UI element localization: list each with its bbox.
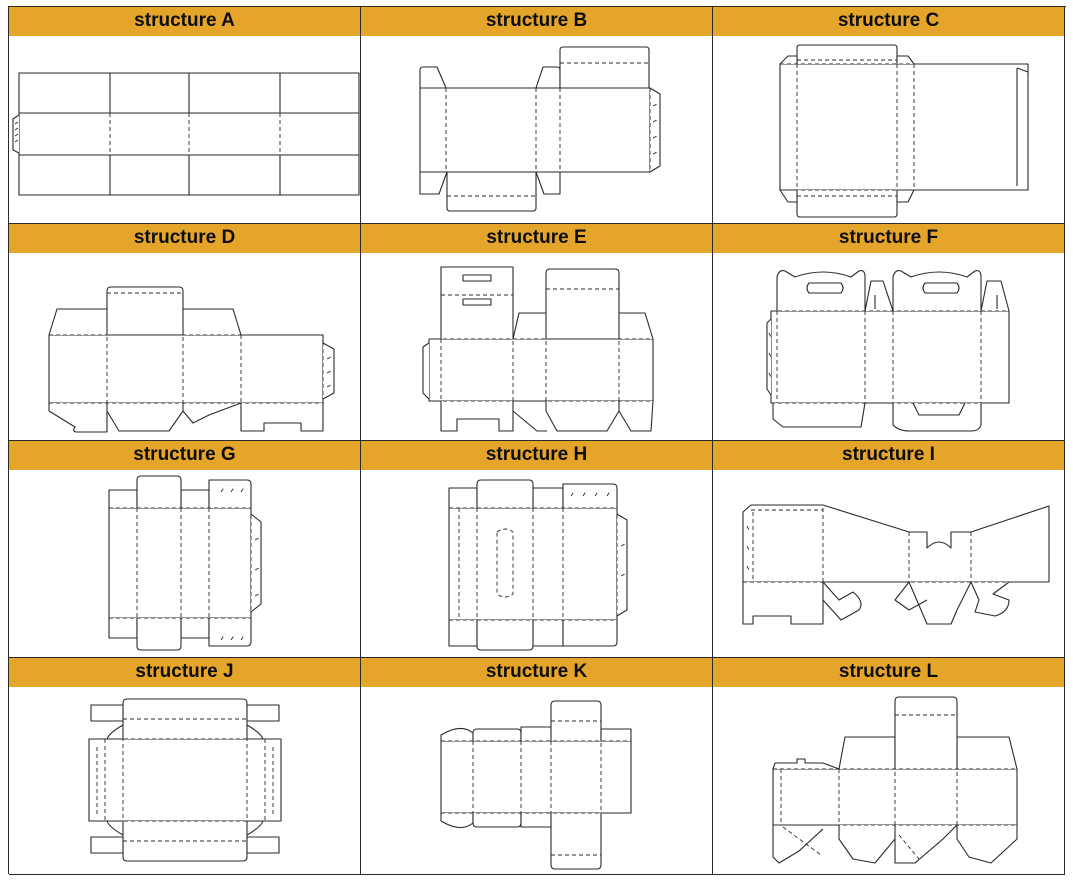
cell-structure-h: structure H (361, 441, 713, 658)
cell-structure-a: structure A (9, 7, 361, 224)
structure-d-dieline (48, 286, 335, 433)
structure-k-title: structure K (361, 658, 712, 687)
structure-l-dieline (772, 696, 1018, 864)
structure-d-title: structure D (9, 224, 360, 253)
structure-h-dieline (448, 479, 628, 651)
cell-structure-b: structure B (361, 7, 713, 224)
structure-c-dieline (779, 44, 1029, 218)
structure-h-title: structure H (361, 441, 712, 470)
cell-structure-c: structure C (713, 7, 1065, 224)
structure-g-title: structure G (9, 441, 360, 470)
structure-e-dieline (422, 266, 654, 432)
cell-structure-e: structure E (361, 224, 713, 441)
structure-b-dieline (419, 46, 661, 212)
structure-e-title: structure E (361, 224, 712, 253)
cell-structure-g: structure G (9, 441, 361, 658)
cell-structure-l: structure L (713, 658, 1065, 875)
cell-structure-j: structure J (9, 658, 361, 875)
structure-i-title: structure I (713, 441, 1064, 470)
structure-j-dieline (88, 698, 282, 862)
cell-structure-f: structure F (713, 224, 1065, 441)
structure-f-title: structure F (713, 224, 1064, 253)
structure-a-title: structure A (9, 7, 360, 36)
structure-c-title: structure C (713, 7, 1064, 36)
cell-structure-i: structure I (713, 441, 1065, 658)
structure-j-title: structure J (9, 658, 360, 687)
structure-i-dieline (742, 504, 1050, 625)
structure-b-title: structure B (361, 7, 712, 36)
structure-l-title: structure L (713, 658, 1064, 687)
structure-k-dieline (440, 700, 632, 870)
cell-structure-k: structure K (361, 658, 713, 875)
cell-structure-d: structure D (9, 224, 361, 441)
structure-g-dieline (108, 475, 262, 651)
structure-a-dieline (12, 72, 360, 196)
structure-f-dieline (766, 270, 1010, 432)
structure-grid: structure A structure B structure C (8, 6, 1066, 875)
